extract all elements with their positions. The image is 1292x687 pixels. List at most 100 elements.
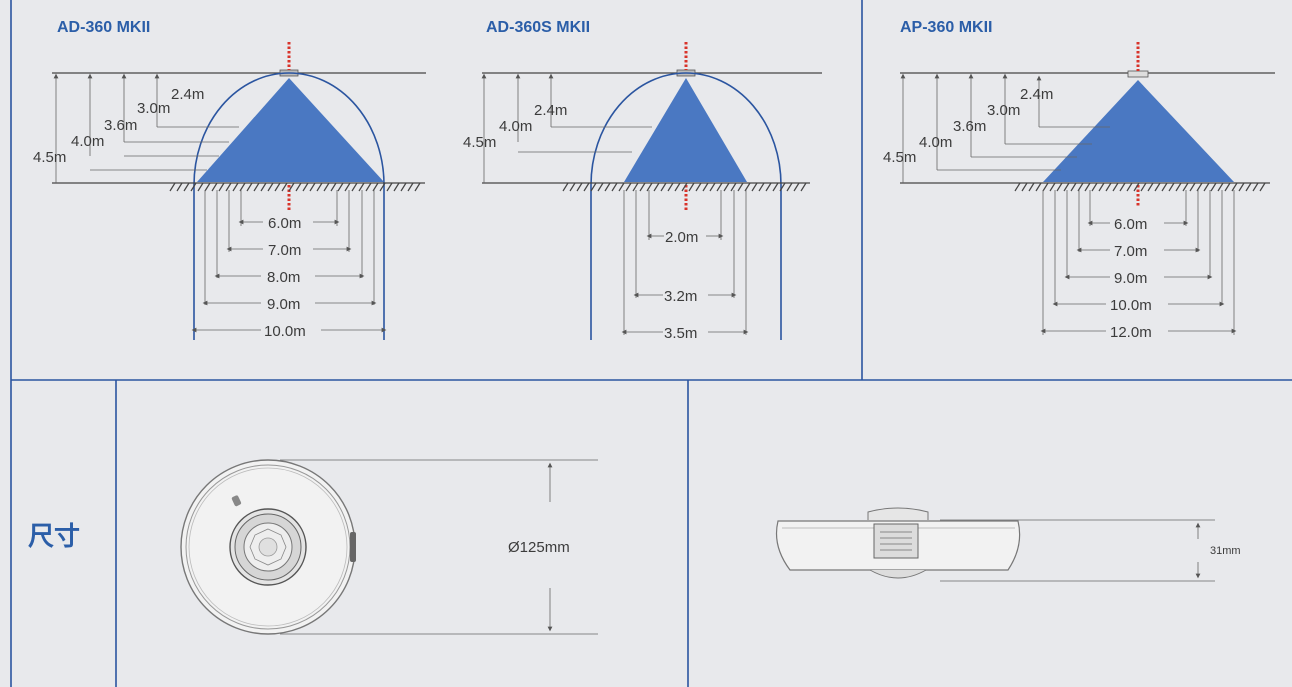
hatch-mark xyxy=(1070,182,1077,192)
hatch-mark xyxy=(1161,182,1168,192)
hatch-mark xyxy=(239,182,246,192)
hatch-mark xyxy=(653,182,660,192)
hatch-mark xyxy=(1154,182,1161,192)
height-label: 2.4m xyxy=(534,102,567,119)
hatch-mark xyxy=(1168,182,1175,192)
diameter-label: Ø125mm xyxy=(508,539,570,556)
width-label: 6.0m xyxy=(1114,216,1147,233)
hatch-mark xyxy=(695,182,702,192)
hatch-mark xyxy=(800,182,807,192)
hatch-mark xyxy=(737,182,744,192)
hatch-mark xyxy=(232,182,239,192)
height-label: 4.5m xyxy=(883,149,916,166)
hatch-mark xyxy=(751,182,758,192)
hatch-mark xyxy=(253,182,260,192)
side-notch-icon xyxy=(350,532,356,562)
coverage-diagram-ad360: AD-360 MKII 2.4m 3.0m 3.6m 4.0m 4.5m xyxy=(33,19,426,340)
hatch-mark xyxy=(407,182,414,192)
height-label: 3.6m xyxy=(104,117,137,134)
hatch-mark xyxy=(1063,182,1070,192)
hatch-mark xyxy=(393,182,400,192)
width-label: 12.0m xyxy=(1110,324,1152,341)
hatch-mark xyxy=(1112,182,1119,192)
hatch-mark xyxy=(211,182,218,192)
hatch-mark xyxy=(225,182,232,192)
height-label: 4.0m xyxy=(919,134,952,151)
hatch-mark xyxy=(618,182,625,192)
hatch-mark xyxy=(667,182,674,192)
hatch-mark xyxy=(1084,182,1091,192)
hatch-mark xyxy=(414,182,421,192)
height-label: 4.0m xyxy=(499,118,532,135)
hatch-mark xyxy=(379,182,386,192)
sensor-side-view xyxy=(775,507,1021,579)
width-dimensions: 6.0m 7.0m 9.0m 10.0m 12.0m xyxy=(1040,190,1237,341)
hatch-mark xyxy=(1210,182,1217,192)
hatch-mark xyxy=(1021,182,1028,192)
model-title: AD-360S MKII xyxy=(486,19,590,36)
hatch-mark xyxy=(702,182,709,192)
hatch-mark xyxy=(1140,182,1147,192)
hatch-mark xyxy=(723,182,730,192)
hatch-mark xyxy=(288,182,295,192)
model-title: AD-360 MKII xyxy=(57,19,150,36)
hatch-mark xyxy=(590,182,597,192)
hatch-mark xyxy=(674,182,681,192)
hatch-mark xyxy=(576,182,583,192)
hatch-mark xyxy=(1126,182,1133,192)
hatch-mark xyxy=(1196,182,1203,192)
height-label: 31mm xyxy=(1210,545,1241,557)
hatch-mark xyxy=(400,182,407,192)
hatch-mark xyxy=(1175,182,1182,192)
hatch-mark xyxy=(1147,182,1154,192)
hatch-mark xyxy=(1014,182,1021,192)
hatch-mark xyxy=(1105,182,1112,192)
hatch-mark xyxy=(1224,182,1231,192)
hatch-mark xyxy=(1133,182,1140,192)
hatch-mark xyxy=(1182,182,1189,192)
width-label: 2.0m xyxy=(665,229,698,246)
height-label: 4.5m xyxy=(463,134,496,151)
hatch-mark xyxy=(1203,182,1210,192)
hatch-mark xyxy=(639,182,646,192)
height-label: 3.0m xyxy=(137,100,170,117)
panel-frame xyxy=(10,0,1292,687)
coverage-arc xyxy=(193,72,385,340)
hatch-mark xyxy=(1189,182,1196,192)
hatch-mark xyxy=(660,182,667,192)
hatch-mark xyxy=(302,182,309,192)
width-dimensions: 2.0m 3.2m 3.5m xyxy=(621,190,749,342)
hatch-mark xyxy=(190,182,197,192)
hatch-mark xyxy=(309,182,316,192)
hatch-mark xyxy=(1217,182,1224,192)
hatch-mark xyxy=(330,182,337,192)
hatch-mark xyxy=(372,182,379,192)
hatch-mark xyxy=(267,182,274,192)
hatch-mark xyxy=(611,182,618,192)
sensor-top-view xyxy=(180,459,356,635)
hatch-mark xyxy=(386,182,393,192)
width-label: 8.0m xyxy=(267,269,300,286)
coverage-diagram-ad360s: AD-360S MKII 2.4m 4.0m 4.5m xyxy=(463,19,822,342)
floor-hatch xyxy=(169,182,421,192)
hatch-mark xyxy=(709,182,716,192)
hatch-mark xyxy=(260,182,267,192)
height-dimension: 31mm xyxy=(940,519,1241,582)
height-label: 4.5m xyxy=(33,149,66,166)
hatch-mark xyxy=(772,182,779,192)
hatch-mark xyxy=(583,182,590,192)
width-label: 9.0m xyxy=(1114,270,1147,287)
hatch-mark xyxy=(218,182,225,192)
width-label: 3.2m xyxy=(664,288,697,305)
model-title: AP-360 MKII xyxy=(900,19,992,36)
hatch-mark xyxy=(246,182,253,192)
coverage-cone xyxy=(1043,80,1234,182)
hatch-mark xyxy=(1091,182,1098,192)
hatch-mark xyxy=(316,182,323,192)
hatch-mark xyxy=(1077,182,1084,192)
hatch-mark xyxy=(323,182,330,192)
coverage-arc xyxy=(590,72,782,340)
hatch-mark xyxy=(730,182,737,192)
hatch-mark xyxy=(197,182,204,192)
